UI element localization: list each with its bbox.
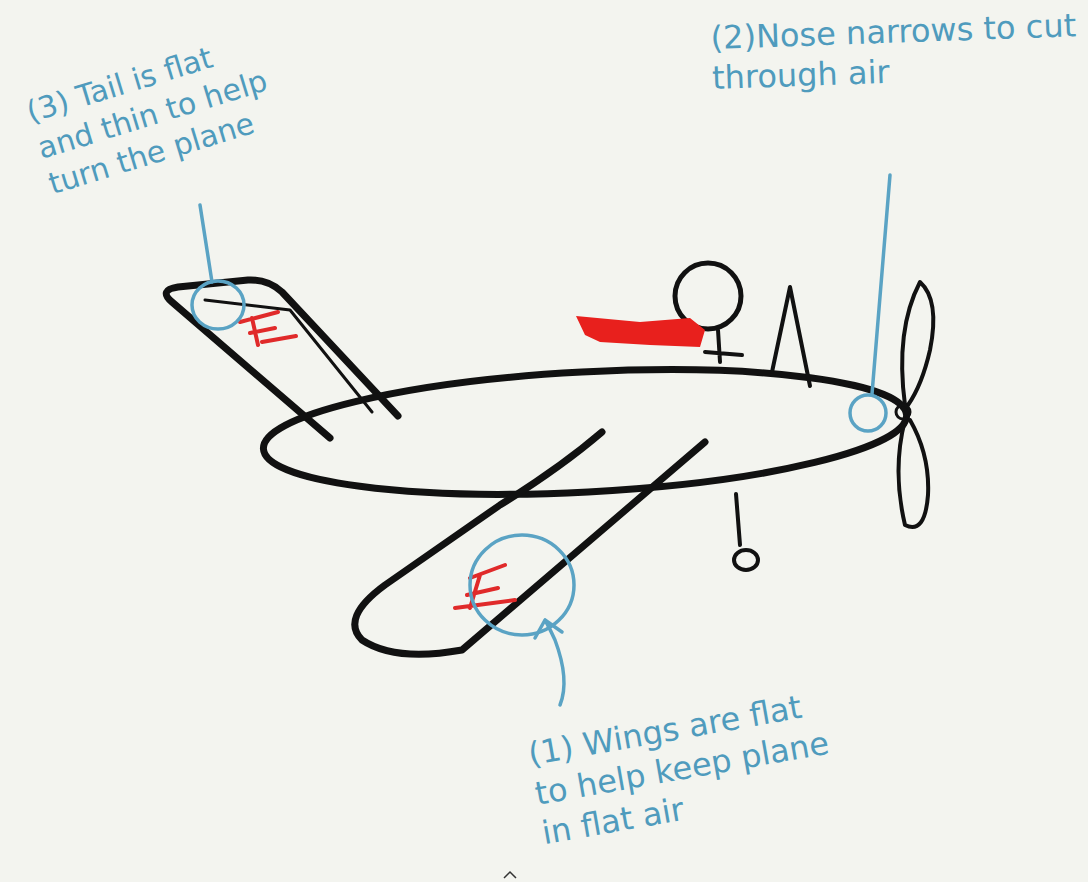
force-mark — [240, 312, 296, 345]
propeller-hub — [896, 405, 910, 419]
callout-circle — [192, 281, 244, 329]
propeller-bottom — [899, 420, 929, 527]
leader-line — [535, 620, 564, 705]
windshield — [772, 287, 810, 386]
wing — [355, 432, 705, 654]
fuselage — [260, 355, 909, 509]
callout-note: (1) Wings are flat to help keep plane in… — [525, 683, 841, 853]
landing-gear — [736, 494, 740, 545]
callout-note: (2)Nose narrows to cut through air — [710, 5, 1083, 98]
callout-circle — [850, 395, 886, 431]
callout-note: (3) Tail is flat and thin to help turn t… — [22, 22, 294, 203]
force-mark — [455, 565, 515, 608]
tail-fin-inner — [205, 300, 372, 412]
pilot-body — [705, 330, 742, 362]
chevron — [504, 872, 516, 878]
callout-circle — [470, 535, 574, 635]
scarf — [576, 316, 705, 347]
leader-line — [872, 175, 890, 394]
wheel — [734, 550, 758, 570]
leader-line — [200, 205, 212, 282]
propeller-top — [902, 282, 933, 405]
tail-fin — [166, 280, 398, 438]
